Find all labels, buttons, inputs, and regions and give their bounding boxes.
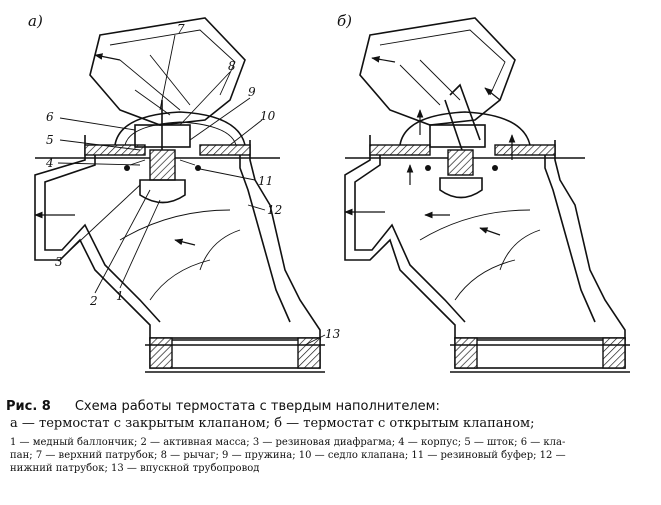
callout-6: 6: [46, 110, 54, 124]
callout-13: 13: [325, 327, 341, 341]
callout-2: 2: [89, 294, 98, 308]
callout-5: 5: [46, 133, 54, 147]
legend-line-2: пан; 7 — верхний патрубок; 8 — рычаг; 9 …: [10, 450, 566, 461]
callout-10: 10: [260, 109, 276, 123]
legend-line-3: нижний патрубок; 13 — впускной трубопров…: [10, 463, 260, 474]
caption-subtitle: а — термостат с закрытым клапаном; б — т…: [10, 416, 535, 431]
callout-12: 12: [267, 203, 282, 217]
thermostat-diagram: а) б) 1 2 3 4 5 6 7 8 9 10 11 12 13: [28, 12, 630, 373]
callout-4: 4: [45, 156, 54, 170]
panel-a: [34, 17, 326, 373]
caption-legend: 1 — медный баллончик; 2 — активная масса…: [10, 436, 656, 475]
callout-8: 8: [228, 59, 236, 73]
callout-1: 1: [116, 289, 124, 303]
callout-7: 7: [177, 22, 185, 36]
callout-11: 11: [258, 174, 273, 188]
panel-letter-b: б): [337, 12, 352, 30]
panel-letter-a: а): [28, 12, 43, 30]
caption-title-line: Рис. 8 Схема работы термостата с твердым …: [6, 398, 656, 415]
legend-line-1: 1 — медный баллончик; 2 — активная масса…: [10, 437, 566, 448]
caption-title: Схема работы термостата с твердым наполн…: [74, 399, 440, 414]
figure-caption: Рис. 8 Схема работы термостата с твердым …: [6, 398, 656, 475]
callout-3: 3: [55, 255, 63, 269]
panel-b: [344, 17, 630, 373]
figure-label: Рис. 8: [6, 399, 51, 414]
callout-9: 9: [248, 85, 256, 99]
